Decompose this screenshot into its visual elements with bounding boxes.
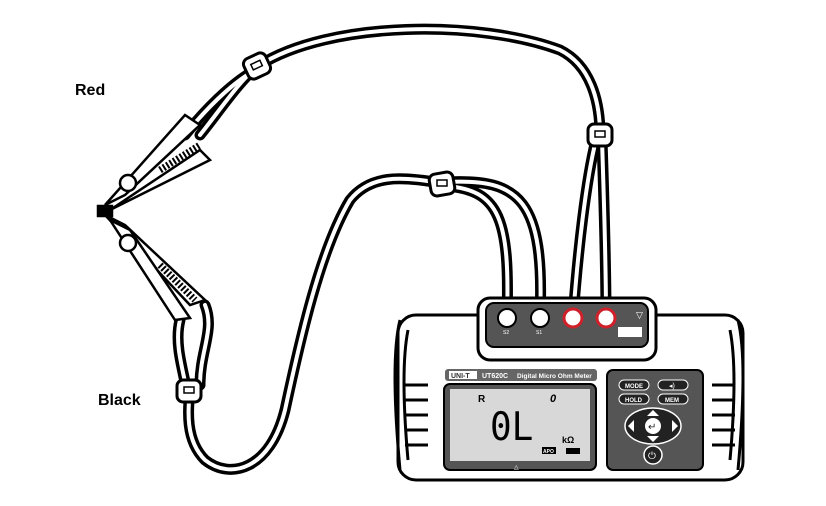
- arrow-left-icon: [628, 420, 634, 432]
- cable-clip: [586, 122, 614, 148]
- enter-button: [645, 418, 661, 434]
- svg-text:HOLD: HOLD: [625, 398, 643, 404]
- mode-button[interactable]: MODE: [618, 379, 650, 391]
- arrow-up-icon: [647, 410, 659, 416]
- speaker-icon: ◂): [669, 383, 675, 390]
- cable-clip: [427, 170, 457, 198]
- input-terminals: S2 S1 ▽: [497, 307, 643, 337]
- lcd-index: 0: [550, 393, 557, 405]
- cable-clip: [241, 51, 273, 81]
- terminal-3: [562, 307, 584, 329]
- mem-button[interactable]: MEM: [657, 393, 689, 405]
- lcd-apo: APO: [543, 449, 554, 455]
- warning-icon: ▽: [636, 310, 643, 320]
- meter-name: Digital Micro Ohm Meter: [517, 373, 592, 380]
- terminal-2: [530, 308, 550, 328]
- brand-logo: UNI-T: [451, 373, 470, 380]
- red-kelvin-clip: [104, 113, 213, 212]
- lcd-mode: R: [478, 394, 486, 405]
- terminal-label-2: S1: [536, 330, 542, 336]
- enter-icon: ↵: [648, 422, 656, 433]
- usb-port: [618, 327, 642, 337]
- lcd-unit: kΩ: [562, 435, 574, 445]
- black-kelvin-clip: [96, 204, 208, 322]
- arrow-down-icon: [647, 436, 659, 442]
- warning-icon: △: [514, 465, 519, 471]
- arrow-right-icon: [672, 420, 678, 432]
- black-lead-label: Black: [98, 392, 141, 409]
- red-lead-label: Red: [75, 82, 106, 99]
- hold-button[interactable]: HOLD: [618, 393, 650, 405]
- cable-clip: [175, 378, 203, 404]
- battery-icon: [566, 448, 580, 454]
- terminal-label-1: S2: [503, 330, 509, 336]
- navigation-pad[interactable]: ↵: [624, 407, 682, 445]
- svg-text:MEM: MEM: [665, 398, 679, 404]
- buzzer-button[interactable]: ◂): [657, 379, 689, 391]
- lcd-reading: 0L: [490, 403, 533, 449]
- terminal-4: [595, 307, 617, 329]
- power-button[interactable]: ⏻: [643, 445, 663, 465]
- svg-text:MODE: MODE: [625, 384, 643, 390]
- power-icon: ⏻: [648, 451, 656, 462]
- model-name: UT620C: [482, 373, 508, 380]
- terminal-1: [497, 308, 517, 328]
